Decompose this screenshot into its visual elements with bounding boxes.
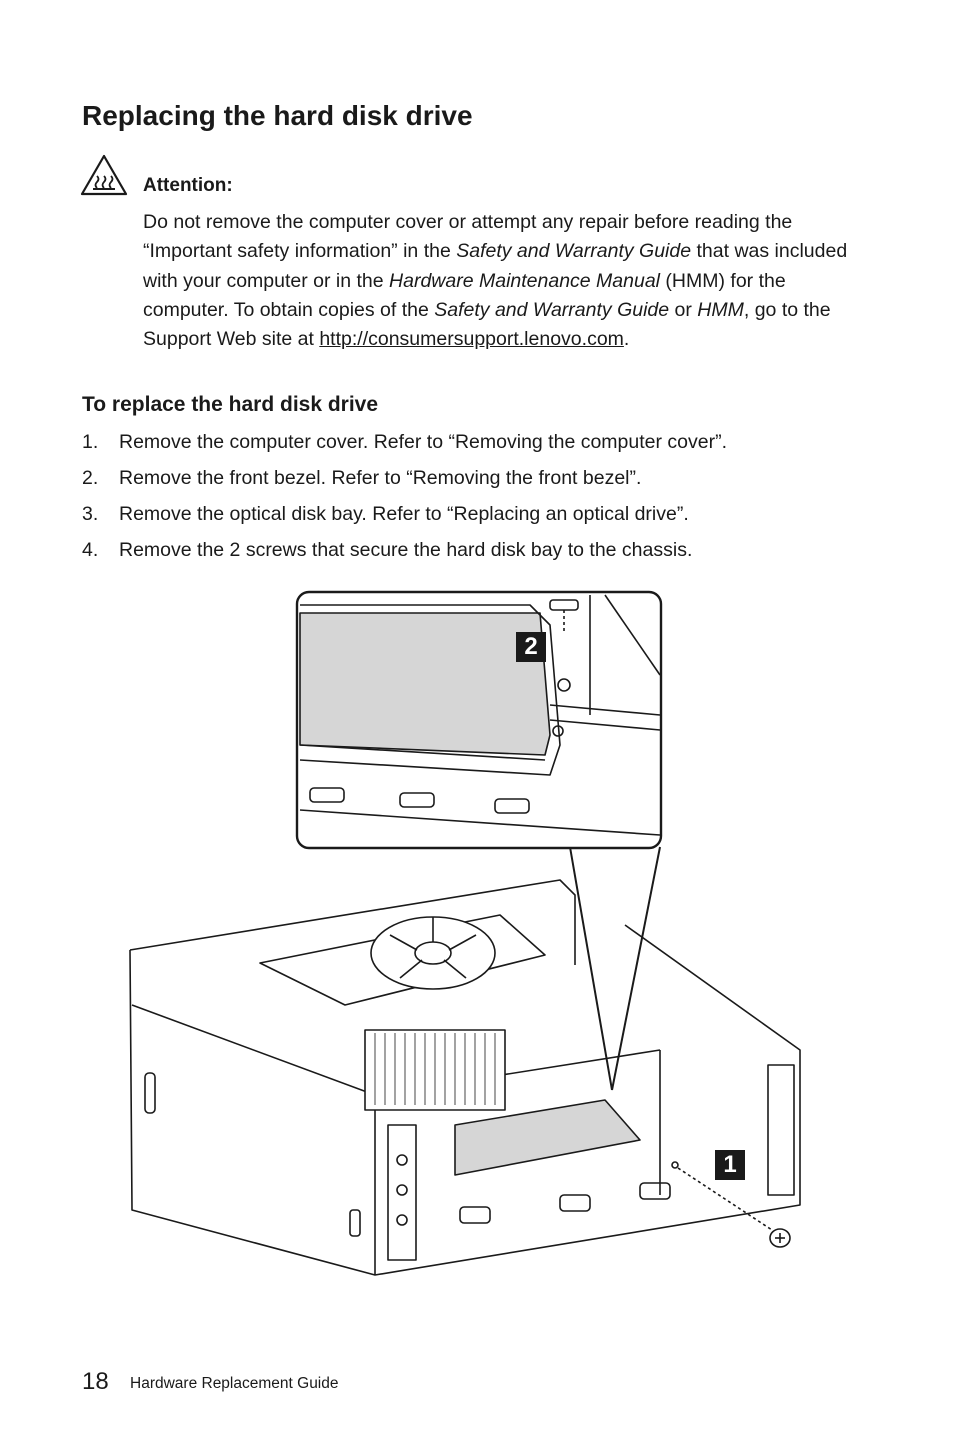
safety-guide-ref: Safety and Warranty Guide	[456, 240, 692, 263]
page-title: Replacing the hard disk drive	[82, 100, 473, 131]
hard-disk-bay-illustration: 2 1	[120, 585, 820, 1285]
screw-1	[671, 1161, 791, 1248]
guide-title: Hardware Replacement Guide	[130, 1375, 339, 1392]
computer-chassis	[129, 879, 801, 1276]
support-link[interactable]: http://consumersupport.lenovo.com	[319, 328, 624, 351]
hot-surface-warning-icon	[80, 154, 128, 196]
hmm-abbrev: HMM	[697, 298, 744, 321]
attention-text: Do not remove the computer cover or atte…	[143, 211, 848, 351]
safety-guide-ref-2: Safety and Warranty Guide	[434, 298, 670, 321]
callout-1: 1	[715, 1150, 745, 1180]
zoom-detail-panel	[295, 590, 663, 850]
callout-2: 2	[516, 632, 546, 662]
section-subheading: To replace the hard disk drive	[82, 393, 379, 416]
attention-label: Attention:	[143, 175, 233, 196]
chassis-drawing	[129, 590, 801, 1276]
page-number: 18	[82, 1368, 109, 1395]
hmm-ref: Hardware Maintenance Manual	[389, 269, 661, 292]
